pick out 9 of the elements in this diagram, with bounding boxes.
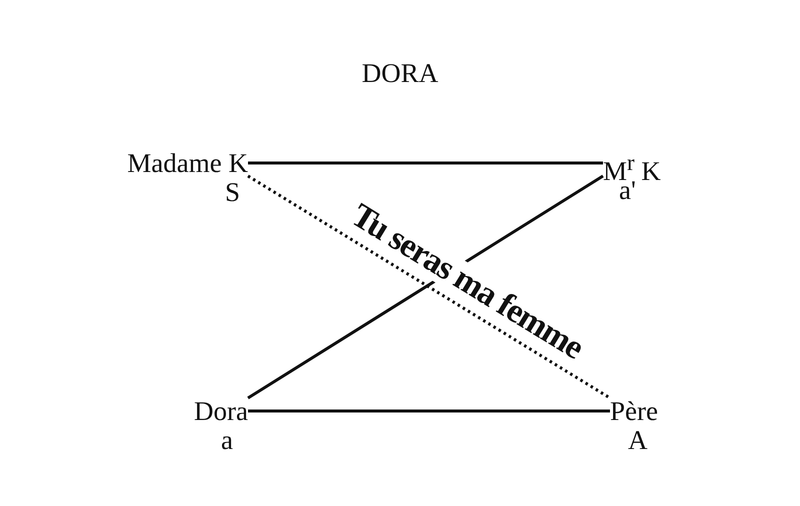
line [248, 162, 603, 164]
node-label: Dora [194, 398, 248, 424]
line [248, 410, 610, 412]
node-annotation: S [225, 178, 240, 206]
node-label: Madame K [127, 150, 248, 176]
node-annotation: a [221, 426, 233, 454]
diagram-title: DORA [360, 58, 440, 89]
node-annotation: A [628, 426, 648, 454]
node-label: Père [610, 398, 658, 424]
